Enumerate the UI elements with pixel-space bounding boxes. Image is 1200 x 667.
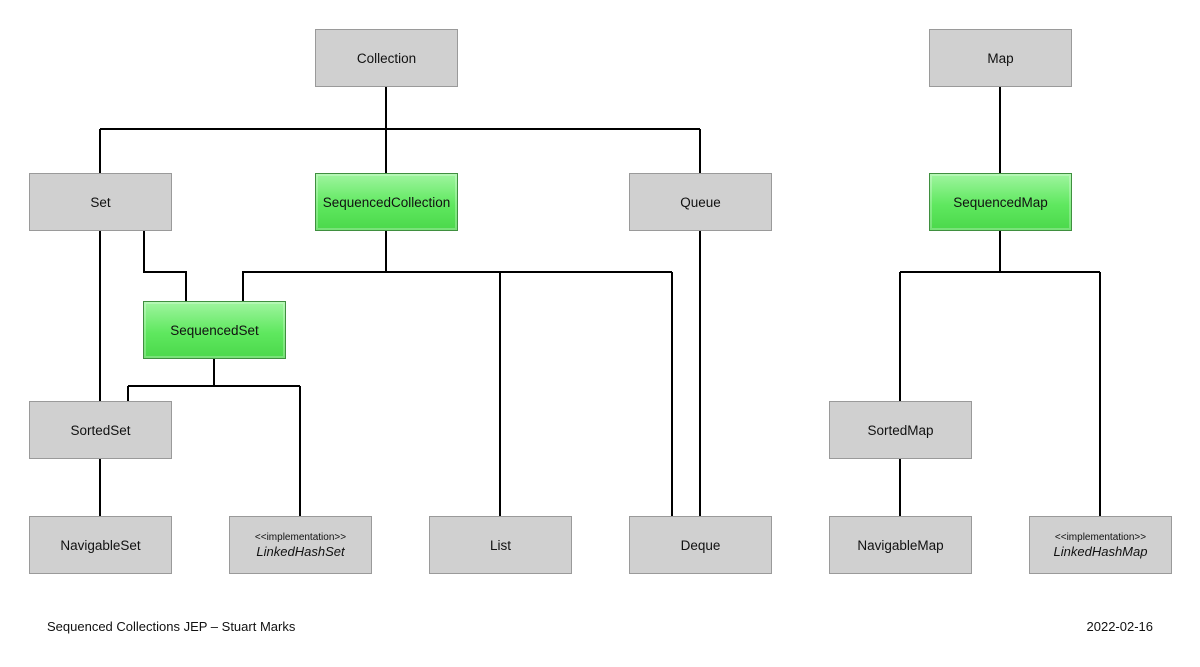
node-label: Map xyxy=(987,50,1014,66)
node-label: Collection xyxy=(356,50,417,66)
node-label: NavigableMap xyxy=(857,537,944,553)
node-navigable-set: NavigableSet xyxy=(29,516,172,574)
node-label: List xyxy=(489,537,511,553)
node-deque: Deque xyxy=(629,516,772,574)
edge-sequencedcollection-bus xyxy=(385,230,672,273)
node-label: Deque xyxy=(680,537,721,553)
node-sequenced-set: SequencedSet xyxy=(143,301,286,359)
implementation-name: LinkedHashSet xyxy=(256,543,345,559)
node-queue: Queue xyxy=(629,173,772,231)
node-label: SortedMap xyxy=(867,422,934,438)
edge-set-to-sequencedset xyxy=(143,230,187,301)
edge-collection-to-set xyxy=(99,128,700,173)
node-sequenced-map: SequencedMap xyxy=(929,173,1072,231)
node-navigable-map: NavigableMap xyxy=(829,516,972,574)
node-label: NavigableSet xyxy=(60,537,141,553)
node-label: SequencedMap xyxy=(953,194,1048,210)
node-label: SortedSet xyxy=(70,422,131,438)
node-sorted-set: SortedSet xyxy=(29,401,172,459)
stereotype-label: <<implementation>> xyxy=(254,531,347,543)
node-sequenced-collection: SequencedCollection xyxy=(315,173,458,231)
stereotype-label: <<implementation>> xyxy=(1054,531,1147,543)
footer-date: 2022-02-16 xyxy=(1086,619,1154,634)
node-label: Set xyxy=(90,194,111,210)
node-label: SequencedSet xyxy=(170,322,259,338)
node-label: Queue xyxy=(680,194,721,210)
node-list: List xyxy=(429,516,572,574)
edge-sequencedcollection-to-sequencedset xyxy=(242,271,386,301)
node-sorted-map: SortedMap xyxy=(829,401,972,459)
node-collection: Collection xyxy=(315,29,458,87)
node-label: SequencedCollection xyxy=(322,194,451,210)
edge-sequencedmap-bus xyxy=(900,230,1100,273)
node-linked-hash-map: <<implementation>> LinkedHashMap xyxy=(1029,516,1172,574)
edge-sequencedset-to-sortedset xyxy=(127,385,300,401)
implementation-name: LinkedHashMap xyxy=(1053,543,1148,559)
footer-credit: Sequenced Collections JEP – Stuart Marks xyxy=(47,619,296,634)
node-map: Map xyxy=(929,29,1072,87)
node-linked-hash-set: <<implementation>> LinkedHashSet xyxy=(229,516,372,574)
node-set: Set xyxy=(29,173,172,231)
